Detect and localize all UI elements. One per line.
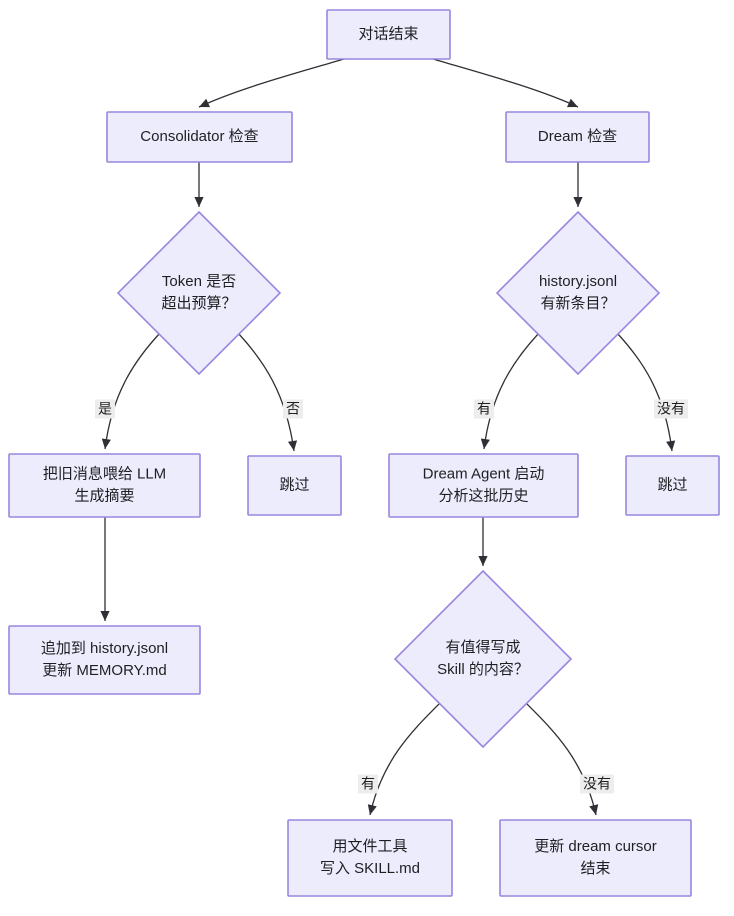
process-box xyxy=(8,453,201,518)
edge-labels-layer: 是否有没有有没有 xyxy=(95,399,688,794)
node-label-line: 用文件工具 xyxy=(332,838,407,855)
svg-text:没有: 没有 xyxy=(583,776,611,792)
svg-text:有: 有 xyxy=(477,401,491,417)
edge-dream_check-to-history_new xyxy=(573,162,583,207)
process-box xyxy=(106,111,293,163)
arrow-head-icon xyxy=(573,197,583,207)
process-box xyxy=(625,455,720,516)
node-label-line: 结束 xyxy=(580,860,610,877)
svg-text:是: 是 xyxy=(98,401,112,417)
arrow-head-icon xyxy=(101,438,111,449)
node-start[interactable]: 对话结束 xyxy=(326,9,451,60)
arrow-head-icon xyxy=(566,98,578,108)
node-label-line: 追加到 history.jsonl xyxy=(41,640,168,657)
node-worth_skill[interactable]: 有值得写成 Skill 的内容？ xyxy=(393,569,573,749)
edge-start-to-dream_check xyxy=(432,58,579,108)
edge-consolidator_check-to-token_budget xyxy=(194,162,204,207)
process-box xyxy=(287,819,453,897)
edge-feed_llm-to-append_history xyxy=(100,517,110,621)
arrow-head-icon xyxy=(480,438,490,449)
node-update_cursor[interactable]: 更新 dream cursor 结束 xyxy=(499,819,692,897)
arrow-head-icon xyxy=(194,197,204,207)
node-consolidator_check[interactable]: Consolidator 检查 xyxy=(106,111,293,163)
node-label-line: 有新条目？ xyxy=(540,295,615,312)
node-label-line: 跳过 xyxy=(279,476,309,493)
node-label-line: Dream Agent 启动 xyxy=(423,465,545,482)
process-box xyxy=(388,453,579,518)
node-skip_right[interactable]: 跳过 xyxy=(625,455,720,516)
svg-text:没有: 没有 xyxy=(657,401,685,417)
arrow-head-icon xyxy=(287,440,298,451)
arrow-head-icon xyxy=(478,556,488,566)
arrow-head-icon xyxy=(666,440,676,451)
edge-history_new-to-skip_right xyxy=(616,332,676,452)
node-history_new[interactable]: history.jsonl 有新条目？ xyxy=(495,210,661,376)
edge-dream_agent-to-worth_skill xyxy=(478,517,488,566)
process-box xyxy=(8,625,201,695)
edge-label-e11: 有 xyxy=(358,774,378,794)
edge-history_new-to-dream_agent xyxy=(480,332,540,450)
edge-label-e7: 有 xyxy=(474,399,494,419)
node-label-line: Token 是否 xyxy=(162,273,236,290)
edge-worth_skill-to-write_skill xyxy=(367,702,441,816)
node-append_history[interactable]: 追加到 history.jsonl 更新 MEMORY.md xyxy=(8,625,201,695)
edge-label-e5: 是 xyxy=(95,399,115,419)
node-label-line: 对话结束 xyxy=(358,25,418,42)
arrow-head-icon xyxy=(367,804,377,815)
node-label-line: 分析这批历史 xyxy=(438,487,528,504)
arrow-head-icon xyxy=(100,611,110,621)
edge-worth_skill-to-update_cursor xyxy=(525,702,599,816)
decision-diamond xyxy=(393,569,573,749)
node-label-line: 写入 SKILL.md xyxy=(320,860,420,877)
node-label-line: Dream 检查 xyxy=(538,128,617,145)
node-label-line: 有值得写成 xyxy=(445,639,520,656)
edge-label-e6: 否 xyxy=(283,399,303,419)
node-label-line: 更新 MEMORY.md xyxy=(42,662,166,679)
process-box xyxy=(326,9,451,60)
process-box xyxy=(499,819,692,897)
edge-label-e8: 没有 xyxy=(654,399,688,419)
node-label-line: 生成摘要 xyxy=(74,486,134,504)
nodes-layer: 对话结束 Consolidator 检查 Dream 检查 Token 是否超出预算？… xyxy=(8,9,720,897)
process-box xyxy=(505,111,650,163)
decision-diamond xyxy=(116,210,282,376)
process-box xyxy=(247,455,342,516)
edge-token_budget-to-skip_left xyxy=(237,332,298,452)
edge-label-e12: 没有 xyxy=(580,774,614,794)
decision-diamond xyxy=(495,210,661,376)
node-label-line: Skill 的内容？ xyxy=(437,661,529,678)
node-label-line: 跳过 xyxy=(657,476,687,493)
arrow-head-icon xyxy=(589,804,599,815)
node-label-line: 把旧消息喂给 LLM xyxy=(43,465,166,482)
svg-text:有: 有 xyxy=(361,776,375,792)
node-label-line: 超出预算？ xyxy=(161,294,236,312)
node-dream_check[interactable]: Dream 检查 xyxy=(505,111,650,163)
node-feed_llm[interactable]: 把旧消息喂给 LLM 生成摘要 xyxy=(8,453,201,518)
edge-token_budget-to-feed_llm xyxy=(101,332,161,450)
edge-start-to-consolidator_check xyxy=(198,58,345,108)
node-label-line: history.jsonl xyxy=(539,273,617,290)
svg-text:否: 否 xyxy=(286,401,300,417)
node-skip_left[interactable]: 跳过 xyxy=(247,455,342,516)
edges-layer xyxy=(100,58,676,816)
node-label-line: Consolidator 检查 xyxy=(140,128,258,145)
arrow-head-icon xyxy=(199,98,211,108)
node-label-line: 更新 dream cursor xyxy=(534,838,657,855)
